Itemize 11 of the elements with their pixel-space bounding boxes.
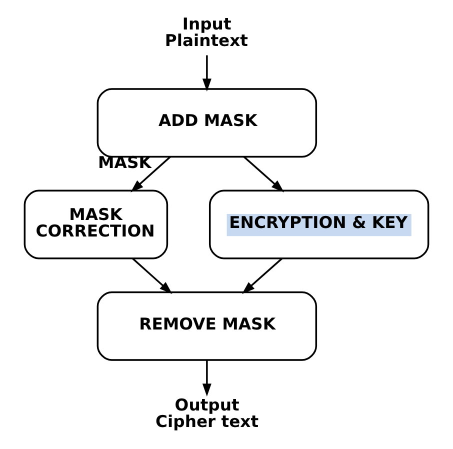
arrow <box>202 55 212 92</box>
arrow <box>243 156 284 192</box>
arrow <box>242 258 283 294</box>
node-text: Input Plaintext <box>164 14 248 50</box>
arrow <box>202 360 212 396</box>
node-box: MASK CORRECTION <box>24 190 168 260</box>
node-box: ENCRYPTION & KEY <box>208 190 430 260</box>
node-box: REMOVE MASK <box>96 291 318 361</box>
node-text: Output Cipher text <box>156 395 259 431</box>
arrow <box>132 258 172 294</box>
arrow <box>130 156 171 192</box>
